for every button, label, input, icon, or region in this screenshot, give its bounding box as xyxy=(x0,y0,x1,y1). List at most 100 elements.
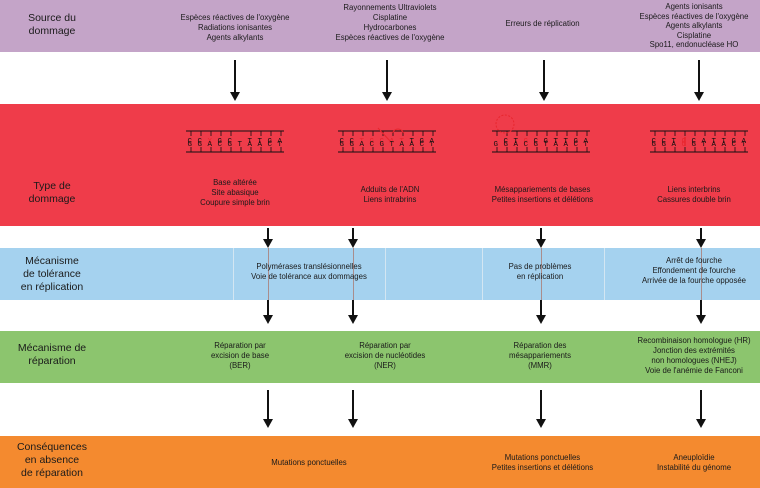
tolerance-col12: Polymérases translésionnelles Voie de to… xyxy=(251,262,367,281)
dna-base-top: C xyxy=(340,138,345,146)
pathway-line xyxy=(353,248,354,300)
adduct-mark xyxy=(377,127,391,142)
dna-base-top: C xyxy=(380,138,385,146)
source-col2: Rayonnements Ultraviolets Cisplatine Hyd… xyxy=(335,3,445,42)
arrow-down xyxy=(382,60,392,101)
dna-base-top: T xyxy=(248,138,253,146)
dna-base-bottom: T xyxy=(742,141,747,149)
dna-base-top: T xyxy=(672,138,677,146)
damage-col4: Liens interbrins Cassures double brin xyxy=(657,185,731,204)
pathway-line xyxy=(701,248,702,300)
dna-base-top: G xyxy=(370,138,375,146)
dna-base-top: T xyxy=(258,138,263,146)
dna-base-bottom: A xyxy=(410,141,415,149)
dna-base-bottom: G xyxy=(228,141,233,149)
damage-col3: Mésappariements de bases Petites inserti… xyxy=(491,185,594,204)
dna-base-bottom: A xyxy=(564,141,569,149)
row-label-repair: Mécanisme de réparation xyxy=(17,342,87,367)
dna-base-top: T xyxy=(554,138,559,146)
dna-base-top: C xyxy=(692,138,697,146)
tolerance-separator xyxy=(233,248,234,300)
dna-base-top: T xyxy=(410,138,415,146)
source-col4: Agents ionisants Espèces réactives de l'… xyxy=(639,2,749,50)
dna-base-top: G xyxy=(574,138,579,146)
dna-base-bottom: C xyxy=(524,141,529,149)
damage-col1: Base altérée Site abasique Coupure simpl… xyxy=(200,178,270,207)
repair-col1: Réparation par excision de base (BER) xyxy=(210,341,270,370)
dna-base-top: A xyxy=(390,138,395,146)
arrow-down xyxy=(536,390,546,428)
arrow-down xyxy=(536,228,546,248)
dna-base-bottom: T xyxy=(544,141,549,149)
arrow-down xyxy=(348,390,358,428)
dna-base-bottom: A xyxy=(712,141,717,149)
dna-base-bottom: G xyxy=(662,141,667,149)
dna-base-bottom: A xyxy=(360,141,365,149)
dna-base-top: T xyxy=(722,138,727,146)
dna-base-top: T xyxy=(360,138,365,146)
source-col3: Erreurs de réplication xyxy=(505,19,580,28)
row-label-damage: Type de dommage xyxy=(28,180,76,205)
tolerance-col3: Pas de problèmes en réplication xyxy=(508,262,572,281)
dna-base-bottom: C xyxy=(574,141,579,149)
dna-base-top: A xyxy=(742,138,747,146)
dna-base-top: G xyxy=(218,138,223,146)
dna-base-top: C xyxy=(228,138,233,146)
arrow-down xyxy=(348,300,358,324)
repair-col2: Réparation par excision de nucléotides (… xyxy=(344,341,426,370)
arrow-down xyxy=(263,228,273,248)
dna-base-bottom: A xyxy=(672,141,677,149)
dna-base-bottom: G xyxy=(340,141,345,149)
dna-base-top: C xyxy=(350,138,355,146)
dna-base-bottom: G xyxy=(494,141,499,149)
dna-base-bottom: G xyxy=(504,141,509,149)
dna-base-bottom: C xyxy=(732,141,737,149)
dna-base-bottom: G xyxy=(534,141,539,149)
repair-band xyxy=(0,331,760,383)
dna-base-top: A xyxy=(430,138,435,146)
dna-base-top: G xyxy=(268,138,273,146)
dna-base-bottom: C xyxy=(370,141,375,149)
dna-base-bottom: T xyxy=(584,141,589,149)
dna-base-bottom: T xyxy=(702,141,707,149)
dna-base-bottom: A xyxy=(258,141,263,149)
dna-base-top: C xyxy=(534,138,539,146)
dna-base-bottom: A xyxy=(722,141,727,149)
dna-base-top: C xyxy=(652,138,657,146)
dna-base-bottom: A xyxy=(248,141,253,149)
tolerance-separator xyxy=(385,248,386,300)
dna-base-bottom: G xyxy=(188,141,193,149)
row-label-tolerance: Mécanisme de tolérance en réplication xyxy=(20,255,84,293)
dna-base-bottom: G xyxy=(350,141,355,149)
tolerance-col4: Arrêt de fourche Effondement de fourche … xyxy=(641,256,747,285)
arrow-down xyxy=(696,228,706,248)
dna-base-top: C xyxy=(198,138,203,146)
dna-base-bottom: G xyxy=(652,141,657,149)
arrow-down xyxy=(348,228,358,248)
dna-base-top: T xyxy=(564,138,569,146)
dna-base-top: X xyxy=(208,138,213,146)
dna-base-bottom: C xyxy=(268,141,273,149)
dna-base-bottom: G xyxy=(380,141,385,149)
dna-base-bottom: A xyxy=(400,141,405,149)
dna-base-top: G xyxy=(732,138,737,146)
dna-base-bottom: G xyxy=(692,141,697,149)
dna-base-top: T xyxy=(514,138,519,146)
dna-base-top: C xyxy=(504,138,509,146)
consequence-col3: Mutations ponctuelles Petites insertions… xyxy=(491,453,594,472)
dna-base-bottom: G xyxy=(198,141,203,149)
arrow-down xyxy=(536,300,546,324)
damage-band xyxy=(0,104,760,226)
arrow-down xyxy=(539,60,549,101)
arrow-down xyxy=(263,300,273,324)
dna-base-bottom: T xyxy=(430,141,435,149)
dna-base-bottom: A xyxy=(554,141,559,149)
dna-base-bottom: C xyxy=(218,141,223,149)
dna-base-bottom: T xyxy=(278,141,283,149)
row-label-source: Source du dommage xyxy=(28,12,76,37)
dna-base-top: C xyxy=(662,138,667,146)
source-band xyxy=(0,0,760,52)
repair-col3: Réparation des mésappariements (MMR) xyxy=(509,341,571,370)
